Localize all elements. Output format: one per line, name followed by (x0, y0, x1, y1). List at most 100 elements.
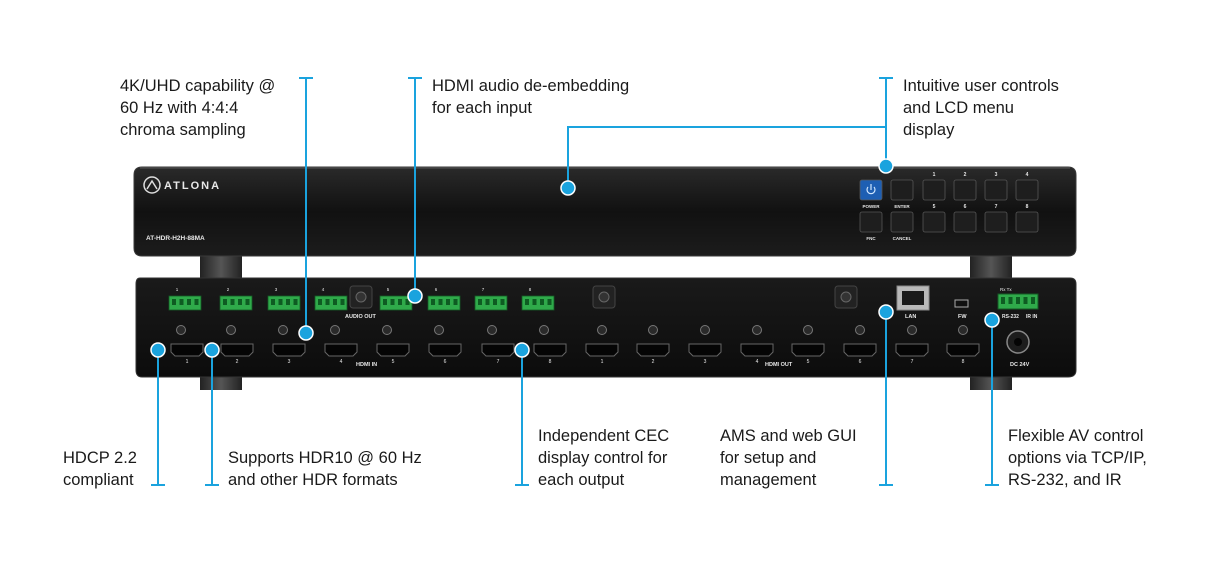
hdmi-out-number: 2 (652, 359, 655, 365)
button-number-bottom: 8 (1026, 204, 1029, 210)
hdmi-in-number: 5 (392, 359, 395, 365)
cec-port (803, 325, 813, 335)
hdmi-out-port-6 (843, 343, 877, 357)
hdmi-out-port-5 (791, 343, 825, 357)
enter-button-label: ENTER (894, 204, 910, 209)
leader-dot-cec (514, 342, 530, 358)
audio-terminal-number: 7 (482, 287, 485, 292)
model-label: AT-HDR-H2H-88MA (146, 235, 205, 242)
button-number-bottom: 5 (933, 204, 936, 210)
hdmi-out-number: 6 (859, 359, 862, 365)
rear-foot-left (200, 376, 242, 390)
hdmi-in-label: HDMI IN (356, 362, 377, 368)
cec-port (176, 325, 186, 335)
front-foot-right (970, 256, 1012, 280)
hdmi-in-port-4 (324, 343, 358, 357)
front-button (1015, 211, 1039, 233)
leader-dot-av (984, 312, 1000, 328)
callout-web-gui: AMS and web GUI for setup and management (720, 427, 857, 489)
button-number-top: 2 (964, 172, 967, 178)
callout-leaders (150, 77, 1000, 486)
front-button (890, 211, 914, 233)
cec-port (434, 325, 444, 335)
hdmi-in-port-3 (272, 343, 306, 357)
ir-in-label: IR IN (1026, 314, 1038, 320)
callout-cec-control: Independent CEC display control for each… (538, 427, 670, 489)
hdmi-in-number: 6 (444, 359, 447, 365)
front-button (953, 179, 977, 201)
hdmi-in-port-6 (428, 343, 462, 357)
front-foot-left (200, 256, 242, 280)
power-icon (866, 186, 876, 195)
audio-terminal-3 (267, 295, 301, 311)
hdmi-out-port-1 (585, 343, 619, 357)
leader-dot-hdcp (150, 342, 166, 358)
cec-port (700, 325, 710, 335)
audio-terminal-number: 3 (275, 287, 278, 292)
fw-label: FW (958, 314, 967, 320)
callout-hdr: Supports HDR10 @ 60 Hz and other HDR for… (228, 449, 422, 489)
cec-port (597, 325, 607, 335)
hdmi-out-port-4 (740, 343, 774, 357)
audio-terminal-number: 1 (176, 287, 179, 292)
audio-terminal-6 (427, 295, 461, 311)
rs232-pins-label: Rx Tx (1000, 287, 1012, 292)
cancel-button-label: CANCEL (893, 236, 912, 241)
hdmi-out-port-7 (895, 343, 929, 357)
audio-terminal-5 (379, 295, 413, 311)
hdmi-in-port-8 (533, 343, 567, 357)
button-number-top: 1 (933, 172, 936, 178)
callout-av-control: Flexible AV control options via TCP/IP, … (1008, 427, 1147, 489)
button-number-top: 4 (1026, 172, 1029, 178)
callout-audio-deembedding: HDMI audio de-embedding for each input (432, 77, 630, 117)
brand-logo-text: ATLONA (164, 180, 221, 192)
audio-terminal-7 (474, 295, 508, 311)
callout-uhd-capability: 4K/UHD capability @ 60 Hz with 4:4:4 chr… (120, 77, 276, 139)
front-button (984, 179, 1008, 201)
cec-port (752, 325, 762, 335)
button-number-top: 3 (995, 172, 998, 178)
audio-terminal-number: 8 (529, 287, 532, 292)
audio-terminal-number: 5 (387, 287, 390, 292)
hdmi-out-number: 4 (756, 359, 759, 365)
power-button-label: POWER (862, 204, 880, 209)
hdmi-out-number: 5 (807, 359, 810, 365)
callout-user-controls: Intuitive user controls and LCD menu dis… (903, 77, 1059, 139)
hdmi-out-port-8 (946, 343, 980, 357)
cec-port (648, 325, 658, 335)
atlona-logo-icon (143, 176, 161, 194)
lan-label: LAN (905, 314, 916, 320)
front-button (890, 179, 914, 201)
audio-terminal-number: 6 (435, 287, 438, 292)
cec-port (855, 325, 865, 335)
hdmi-in-number: 2 (236, 359, 239, 365)
hdmi-out-number: 3 (704, 359, 707, 365)
audio-terminal-4 (314, 295, 348, 311)
leader-lcd (567, 126, 886, 188)
hdmi-out-label: HDMI OUT (765, 362, 793, 368)
hdmi-out-port-2 (636, 343, 670, 357)
hdmi-in-port-5 (376, 343, 410, 357)
cec-port (958, 325, 968, 335)
rs232-label: RS-232 (1002, 314, 1019, 320)
front-button (1015, 179, 1039, 201)
leader-dot-controls (878, 158, 894, 174)
hdmi-in-port-2 (220, 343, 254, 357)
hdmi-out-number: 8 (962, 359, 965, 365)
audio-out-label: AUDIO OUT (345, 314, 377, 320)
hdmi-in-number: 7 (497, 359, 500, 365)
hdmi-in-number: 1 (186, 359, 189, 365)
cec-port (278, 325, 288, 335)
front-button (922, 211, 946, 233)
leader-dot-deembed (407, 288, 423, 304)
cec-port (330, 325, 340, 335)
hdmi-out-number: 1 (601, 359, 604, 365)
hdmi-in-port-1 (170, 343, 204, 357)
hdmi-in-number: 3 (288, 359, 291, 365)
hdmi-out-port-3 (688, 343, 722, 357)
